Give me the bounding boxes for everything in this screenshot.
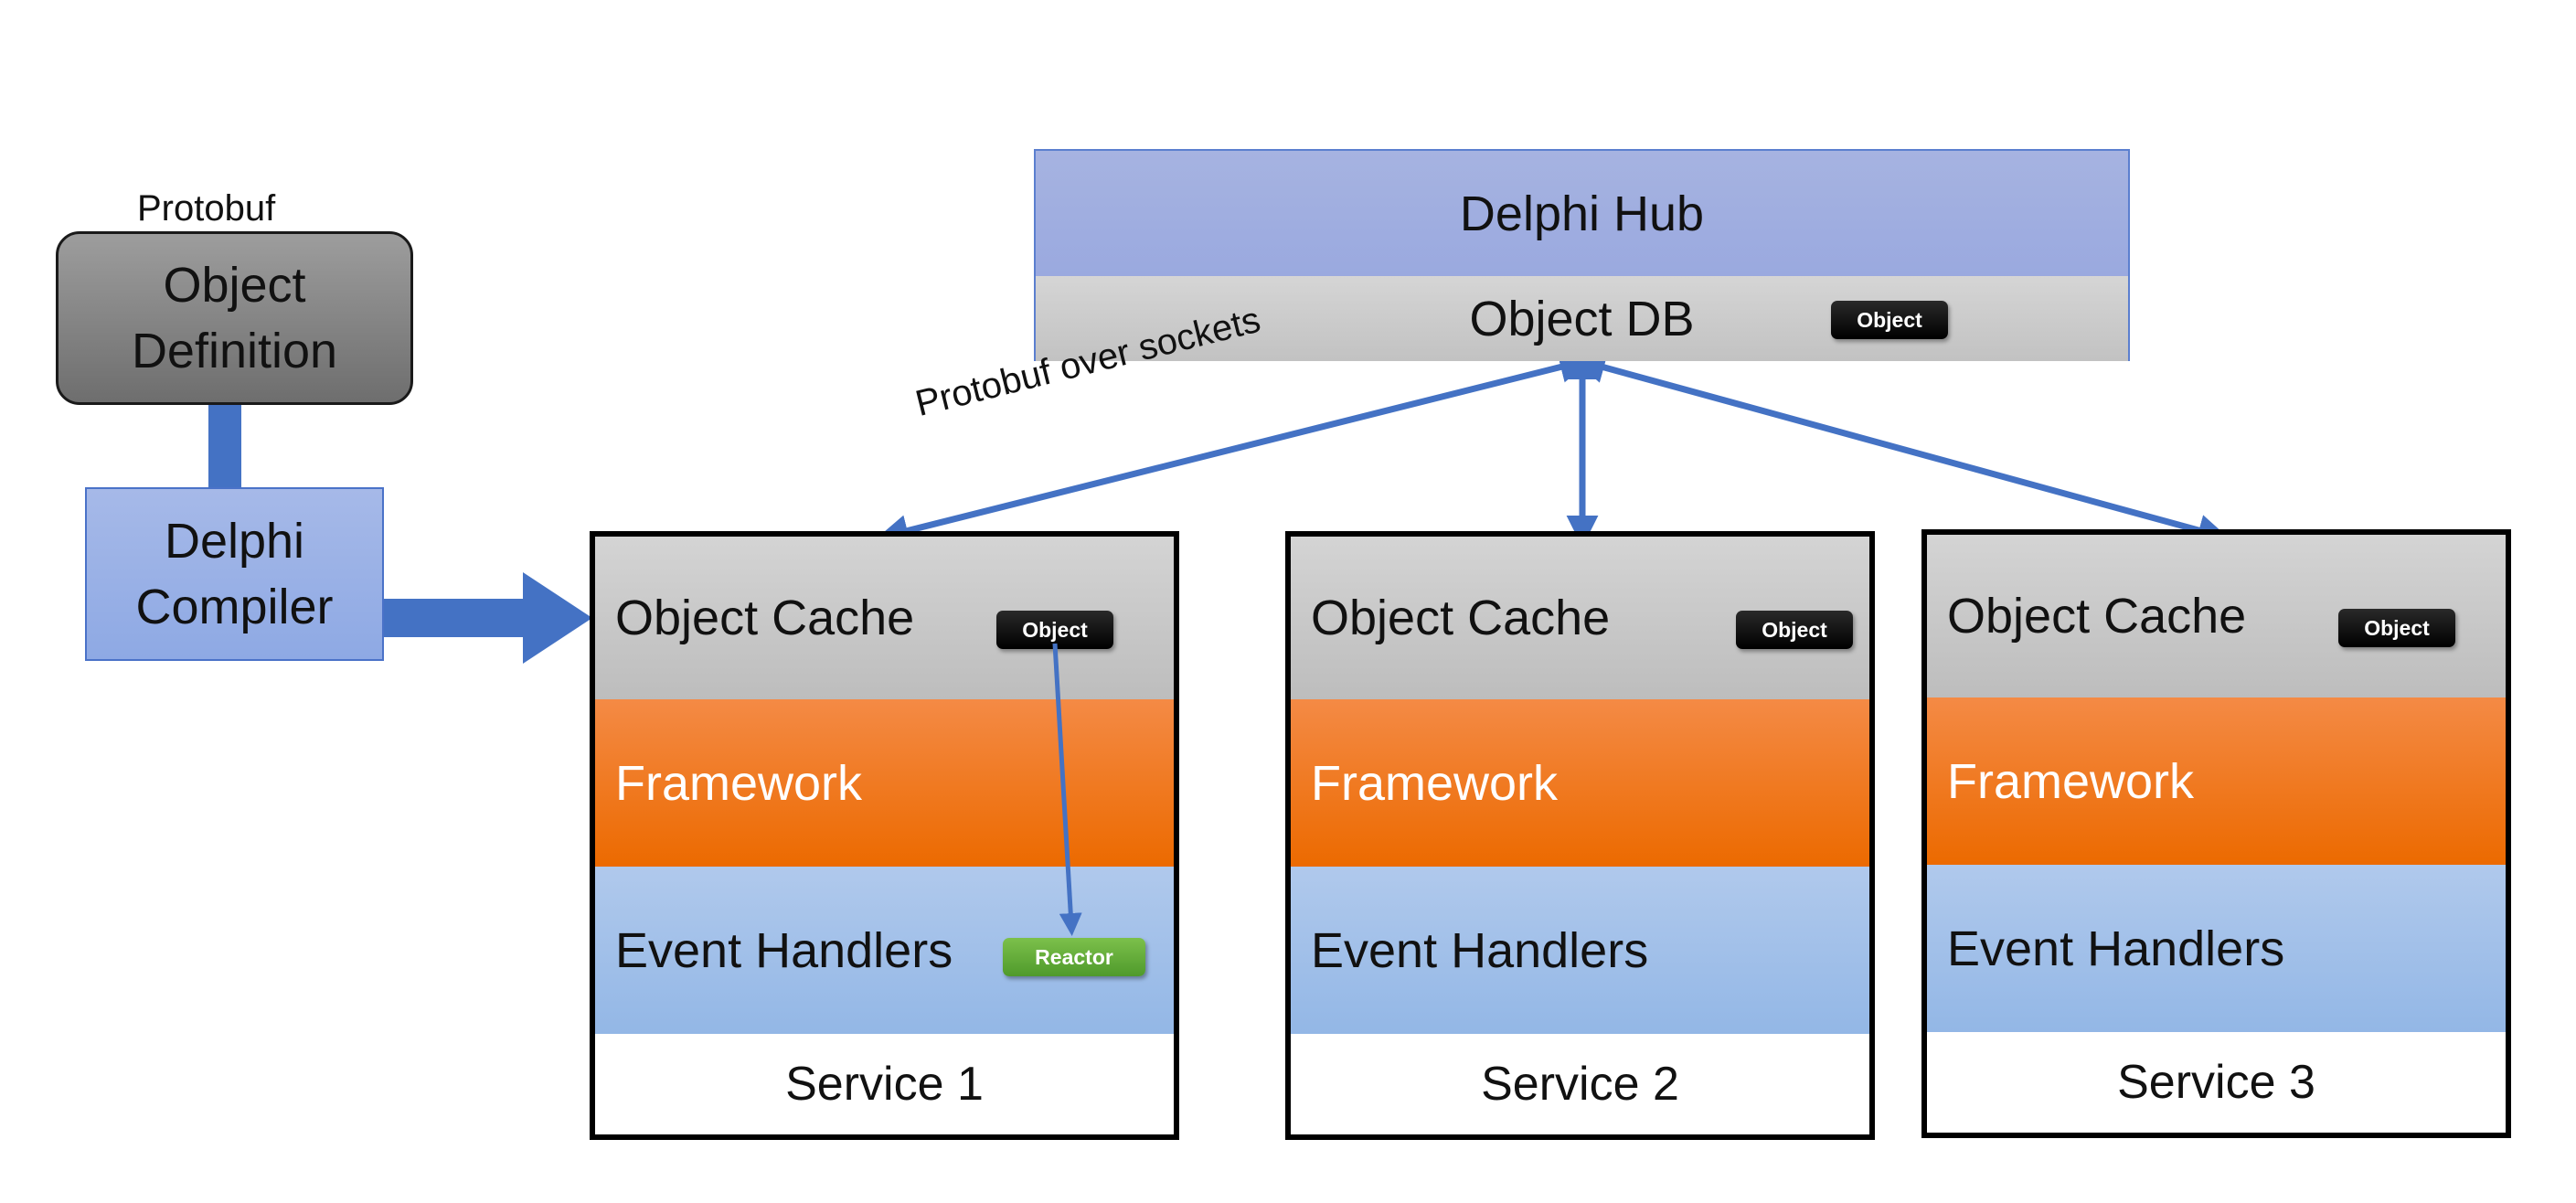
framework-layer: Framework xyxy=(595,699,1174,867)
framework-label: Framework xyxy=(1947,753,2195,809)
service-1: Object Cache Object Framework Event Hand… xyxy=(590,531,1179,1140)
object-cache-layer: Object Cache xyxy=(595,537,1174,699)
event-handlers-layer: Event Handlers xyxy=(1291,867,1869,1034)
object-cache-pill: Object xyxy=(1736,611,1853,649)
object-cache-label: Object Cache xyxy=(615,591,915,645)
object-db-label: Object DB xyxy=(1469,291,1695,346)
framework-layer: Framework xyxy=(1291,699,1869,867)
event-handlers-layer: Event Handlers xyxy=(1927,865,2506,1032)
service-name: Service 2 xyxy=(1481,1058,1679,1111)
service-name: Service 3 xyxy=(2117,1056,2315,1109)
framework-label: Framework xyxy=(615,755,863,811)
hub-title: Delphi Hub xyxy=(1036,151,2128,276)
framework-layer: Framework xyxy=(1927,697,2506,865)
service-2: Object Cache Object Framework Event Hand… xyxy=(1285,531,1875,1140)
object-cache-label: Object Cache xyxy=(1311,591,1611,645)
delphi-hub: Delphi Hub Object DB Object xyxy=(1034,149,2130,361)
event-handlers-label: Event Handlers xyxy=(1311,922,1649,978)
object-cache-label: Object Cache xyxy=(1947,589,2247,644)
framework-label: Framework xyxy=(1311,755,1559,811)
event-handlers-label: Event Handlers xyxy=(1947,921,2285,976)
object-cache-pill: Object xyxy=(996,611,1113,649)
definition-compiler-connector xyxy=(208,405,241,487)
reactor-pill: Reactor xyxy=(1003,938,1145,976)
object-definition-box: Object Definition xyxy=(56,231,413,405)
object-to-reactor-arrow xyxy=(1052,643,1082,936)
protobuf-label: Protobuf xyxy=(137,188,276,229)
service-name: Service 1 xyxy=(785,1058,984,1111)
delphi-compiler-box: Delphi Compiler xyxy=(85,487,384,661)
object-cache-pill: Object xyxy=(2338,609,2455,647)
compiler-to-service-arrow xyxy=(384,572,592,664)
event-handlers-label: Event Handlers xyxy=(615,922,953,978)
service-3: Object Cache Object Framework Event Hand… xyxy=(1921,529,2511,1138)
hub-service3-arrow xyxy=(1572,351,2230,547)
object-db-pill: Object xyxy=(1831,301,1948,339)
